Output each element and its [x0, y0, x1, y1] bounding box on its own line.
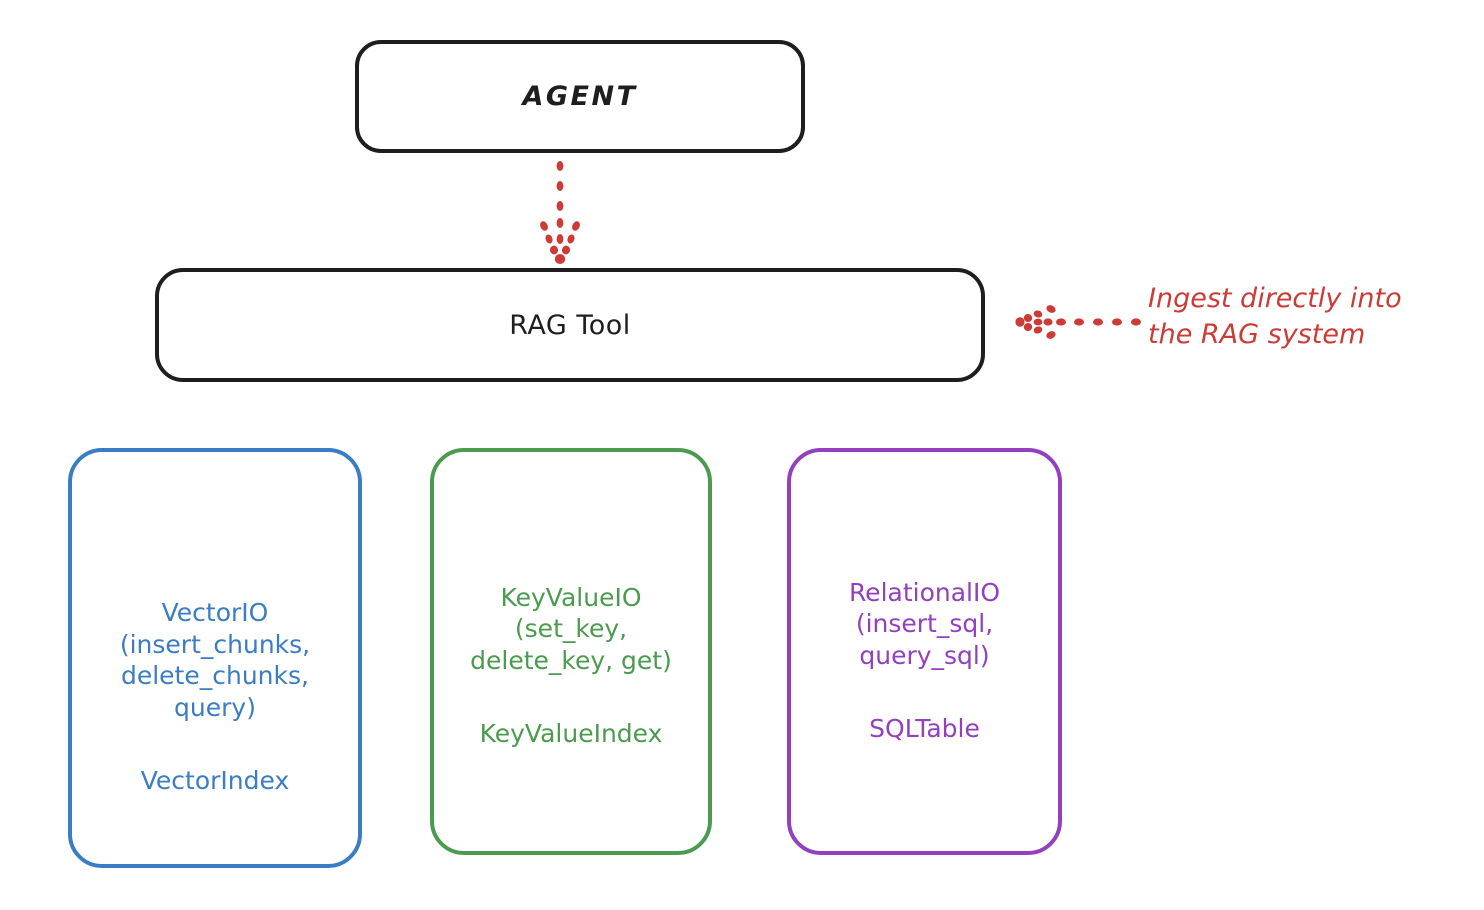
ingest-annotation-text: Ingest directly into the RAG system	[1148, 283, 1402, 351]
relational-io-api-label: RelationalIO (insert_sql, query_sql)	[848, 577, 1001, 670]
relational-io-node[interactable]: RelationalIO (insert_sql, query_sql) SQL…	[787, 448, 1062, 855]
vector-io-api-label: VectorIO (insert_chunks, delete_chunks, …	[119, 598, 311, 722]
key-value-index-label: KeyValueIndex	[479, 719, 663, 748]
rag-tool-node[interactable]: RAG Tool	[155, 268, 985, 382]
agent-node-label: AGENT	[522, 81, 638, 112]
sql-table-label: SQLTable	[869, 714, 980, 743]
key-value-io-api-label: KeyValueIO (set_key, delete_key, get)	[470, 582, 672, 675]
agent-to-rag-dotted-arrow-icon	[540, 161, 580, 264]
agent-node[interactable]: AGENT	[355, 40, 805, 153]
key-value-io-node[interactable]: KeyValueIO (set_key, delete_key, get) Ke…	[430, 448, 712, 855]
rag-tool-node-label: RAG Tool	[509, 309, 631, 341]
ingest-dotted-arrow-icon	[1015, 305, 1141, 339]
vector-index-label: VectorIndex	[140, 766, 290, 796]
vector-io-node[interactable]: VectorIO (insert_chunks, delete_chunks, …	[68, 448, 362, 868]
